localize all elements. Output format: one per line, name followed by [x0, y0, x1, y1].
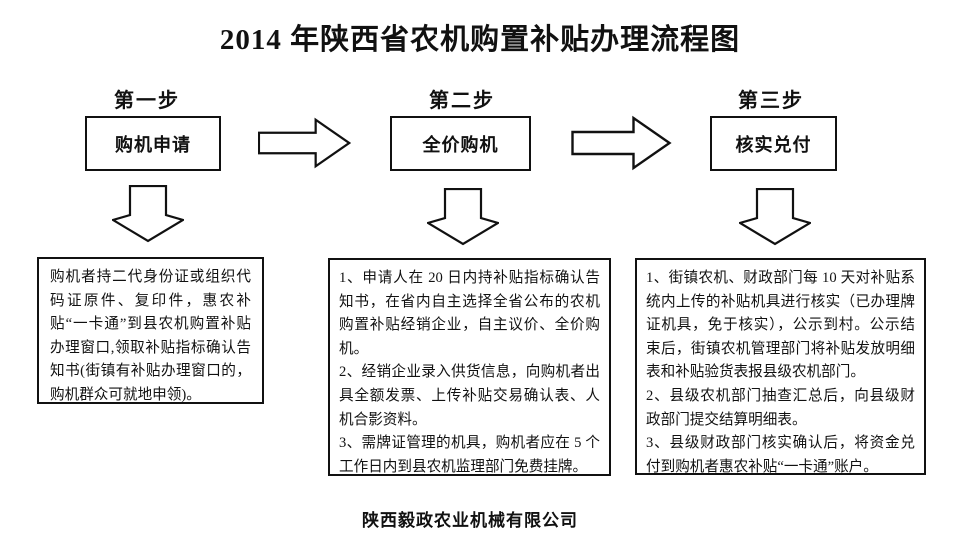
right-arrow-icon — [570, 115, 673, 171]
step-1-box: 购机申请 — [85, 116, 221, 171]
page-title: 2014 年陕西省农机购置补贴办理流程图 — [219, 24, 741, 56]
right-arrow-icon — [258, 116, 351, 170]
company-name: 陕西毅政农业机械有限公司 — [362, 511, 578, 530]
step-1-detail-text: 购机者持二代身份证或组织代码证原件、复印件，惠农补贴“一卡通”到县农机购置补贴办… — [50, 269, 251, 403]
step-1-detail-box: 购机者持二代身份证或组织代码证原件、复印件，惠农补贴“一卡通”到县农机购置补贴办… — [37, 257, 264, 404]
step-2-detail-text: 1、申请人在 20 日内持补贴指标确认告知书，在省内自主选择全省公布的农机购置补… — [339, 270, 600, 475]
down-arrow-icon — [427, 188, 499, 246]
step-2-detail-box: 1、申请人在 20 日内持补贴指标确认告知书，在省内自主选择全省公布的农机购置补… — [328, 258, 611, 476]
down-arrow-icon — [739, 188, 811, 246]
step-3-detail-text: 1、街镇农机、财政部门每 10 天对补贴系统内上传的补贴机具进行核实（已办理牌证… — [646, 270, 915, 475]
step-3-label: 第三步 — [738, 90, 804, 112]
step-2-box-label: 全价购机 — [422, 134, 499, 155]
step-2-label: 第二步 — [429, 90, 495, 112]
step-1-label: 第一步 — [114, 90, 180, 112]
step-3-box-label: 核实兑付 — [735, 134, 812, 155]
down-arrow-icon — [112, 185, 184, 243]
step-3-box: 核实兑付 — [710, 116, 837, 171]
step-2-box: 全价购机 — [390, 116, 531, 171]
step-1-box-label: 购机申请 — [115, 134, 191, 155]
step-3-detail-box: 1、街镇农机、财政部门每 10 天对补贴系统内上传的补贴机具进行核实（已办理牌证… — [635, 258, 926, 475]
